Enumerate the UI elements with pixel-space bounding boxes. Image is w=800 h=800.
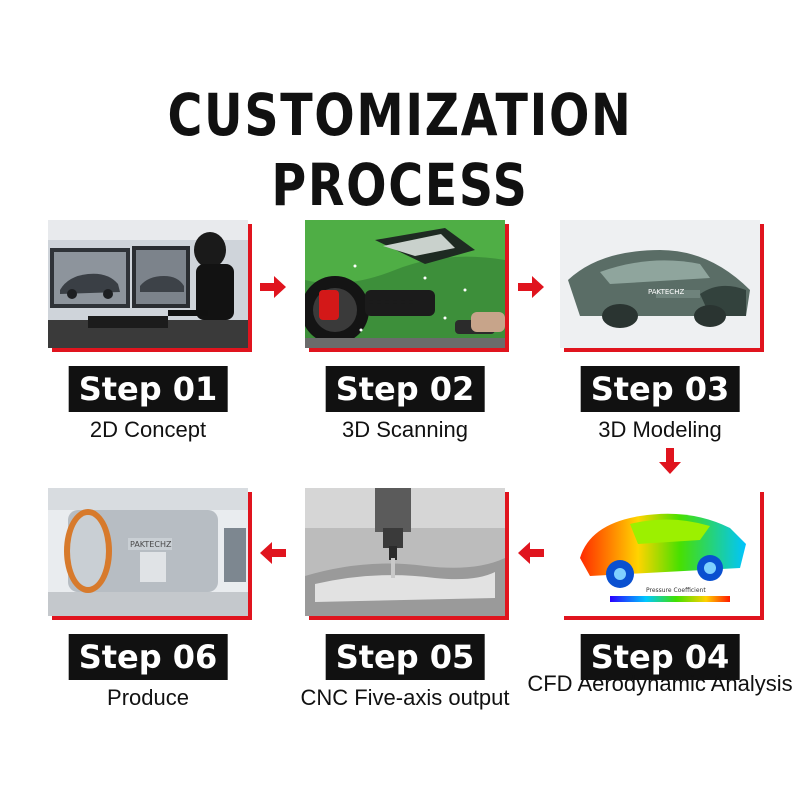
arrow-left-1	[514, 536, 548, 570]
step-02: Step 02 3D Scanning	[305, 220, 509, 480]
step-05: Step 05 CNC Five-axis output	[300, 488, 510, 748]
cfd-legend-title: Pressure Coefficient	[646, 587, 706, 594]
step-04-name: CFD Aerodynamic Analysis	[527, 671, 793, 696]
arrow-right-2	[514, 270, 548, 304]
step-03-photo: PAKTECHZ	[560, 220, 764, 352]
3d-model-image: PAKTECHZ	[560, 220, 760, 348]
step-02-photo	[305, 220, 509, 352]
step-02-name: 3D Scanning	[342, 417, 468, 442]
step-03: PAKTECHZ Step 03 3D Modeling	[560, 220, 764, 480]
designer-drawing-image	[48, 220, 248, 348]
cnc-machining-image	[305, 488, 505, 616]
step-03-label: Step 03	[580, 366, 740, 412]
step-05-label: Step 05	[325, 634, 485, 680]
step-05-name: CNC Five-axis output	[300, 685, 510, 710]
arrow-down	[653, 444, 687, 478]
step-01-name: 2D Concept	[89, 417, 207, 442]
arrow-left-2	[256, 536, 290, 570]
step-03-name: 3D Modeling	[598, 417, 722, 442]
step-06-label: Step 06	[68, 634, 228, 680]
step-01-photo	[48, 220, 252, 352]
step-04-label: Step 04	[580, 634, 740, 680]
step-06-name: Produce	[107, 685, 189, 710]
step-04-photo: Pressure Coefficient	[560, 488, 764, 620]
model-brand-text: PAKTECHZ	[648, 288, 684, 296]
autoclave-brand-text: PAKTECHZ	[130, 540, 172, 549]
autoclave-image: PAKTECHZ	[48, 488, 248, 616]
green-car-scan-image	[305, 220, 505, 348]
arrow-right-1	[256, 270, 290, 304]
step-01: Step 01 2D Concept	[48, 220, 252, 480]
step-06: PAKTECHZ Step 06 Produce	[48, 488, 252, 748]
step-04: Pressure Coefficient Step 04 CFD Aerodyn…	[527, 488, 793, 748]
step-05-photo	[305, 488, 509, 620]
step-02-label: Step 02	[325, 366, 485, 412]
cfd-analysis-image: Pressure Coefficient	[560, 488, 760, 616]
page-title: CUSTOMIZATION PROCESS	[167, 81, 633, 219]
step-01-label: Step 01	[68, 366, 228, 412]
step-06-photo: PAKTECHZ	[48, 488, 252, 620]
